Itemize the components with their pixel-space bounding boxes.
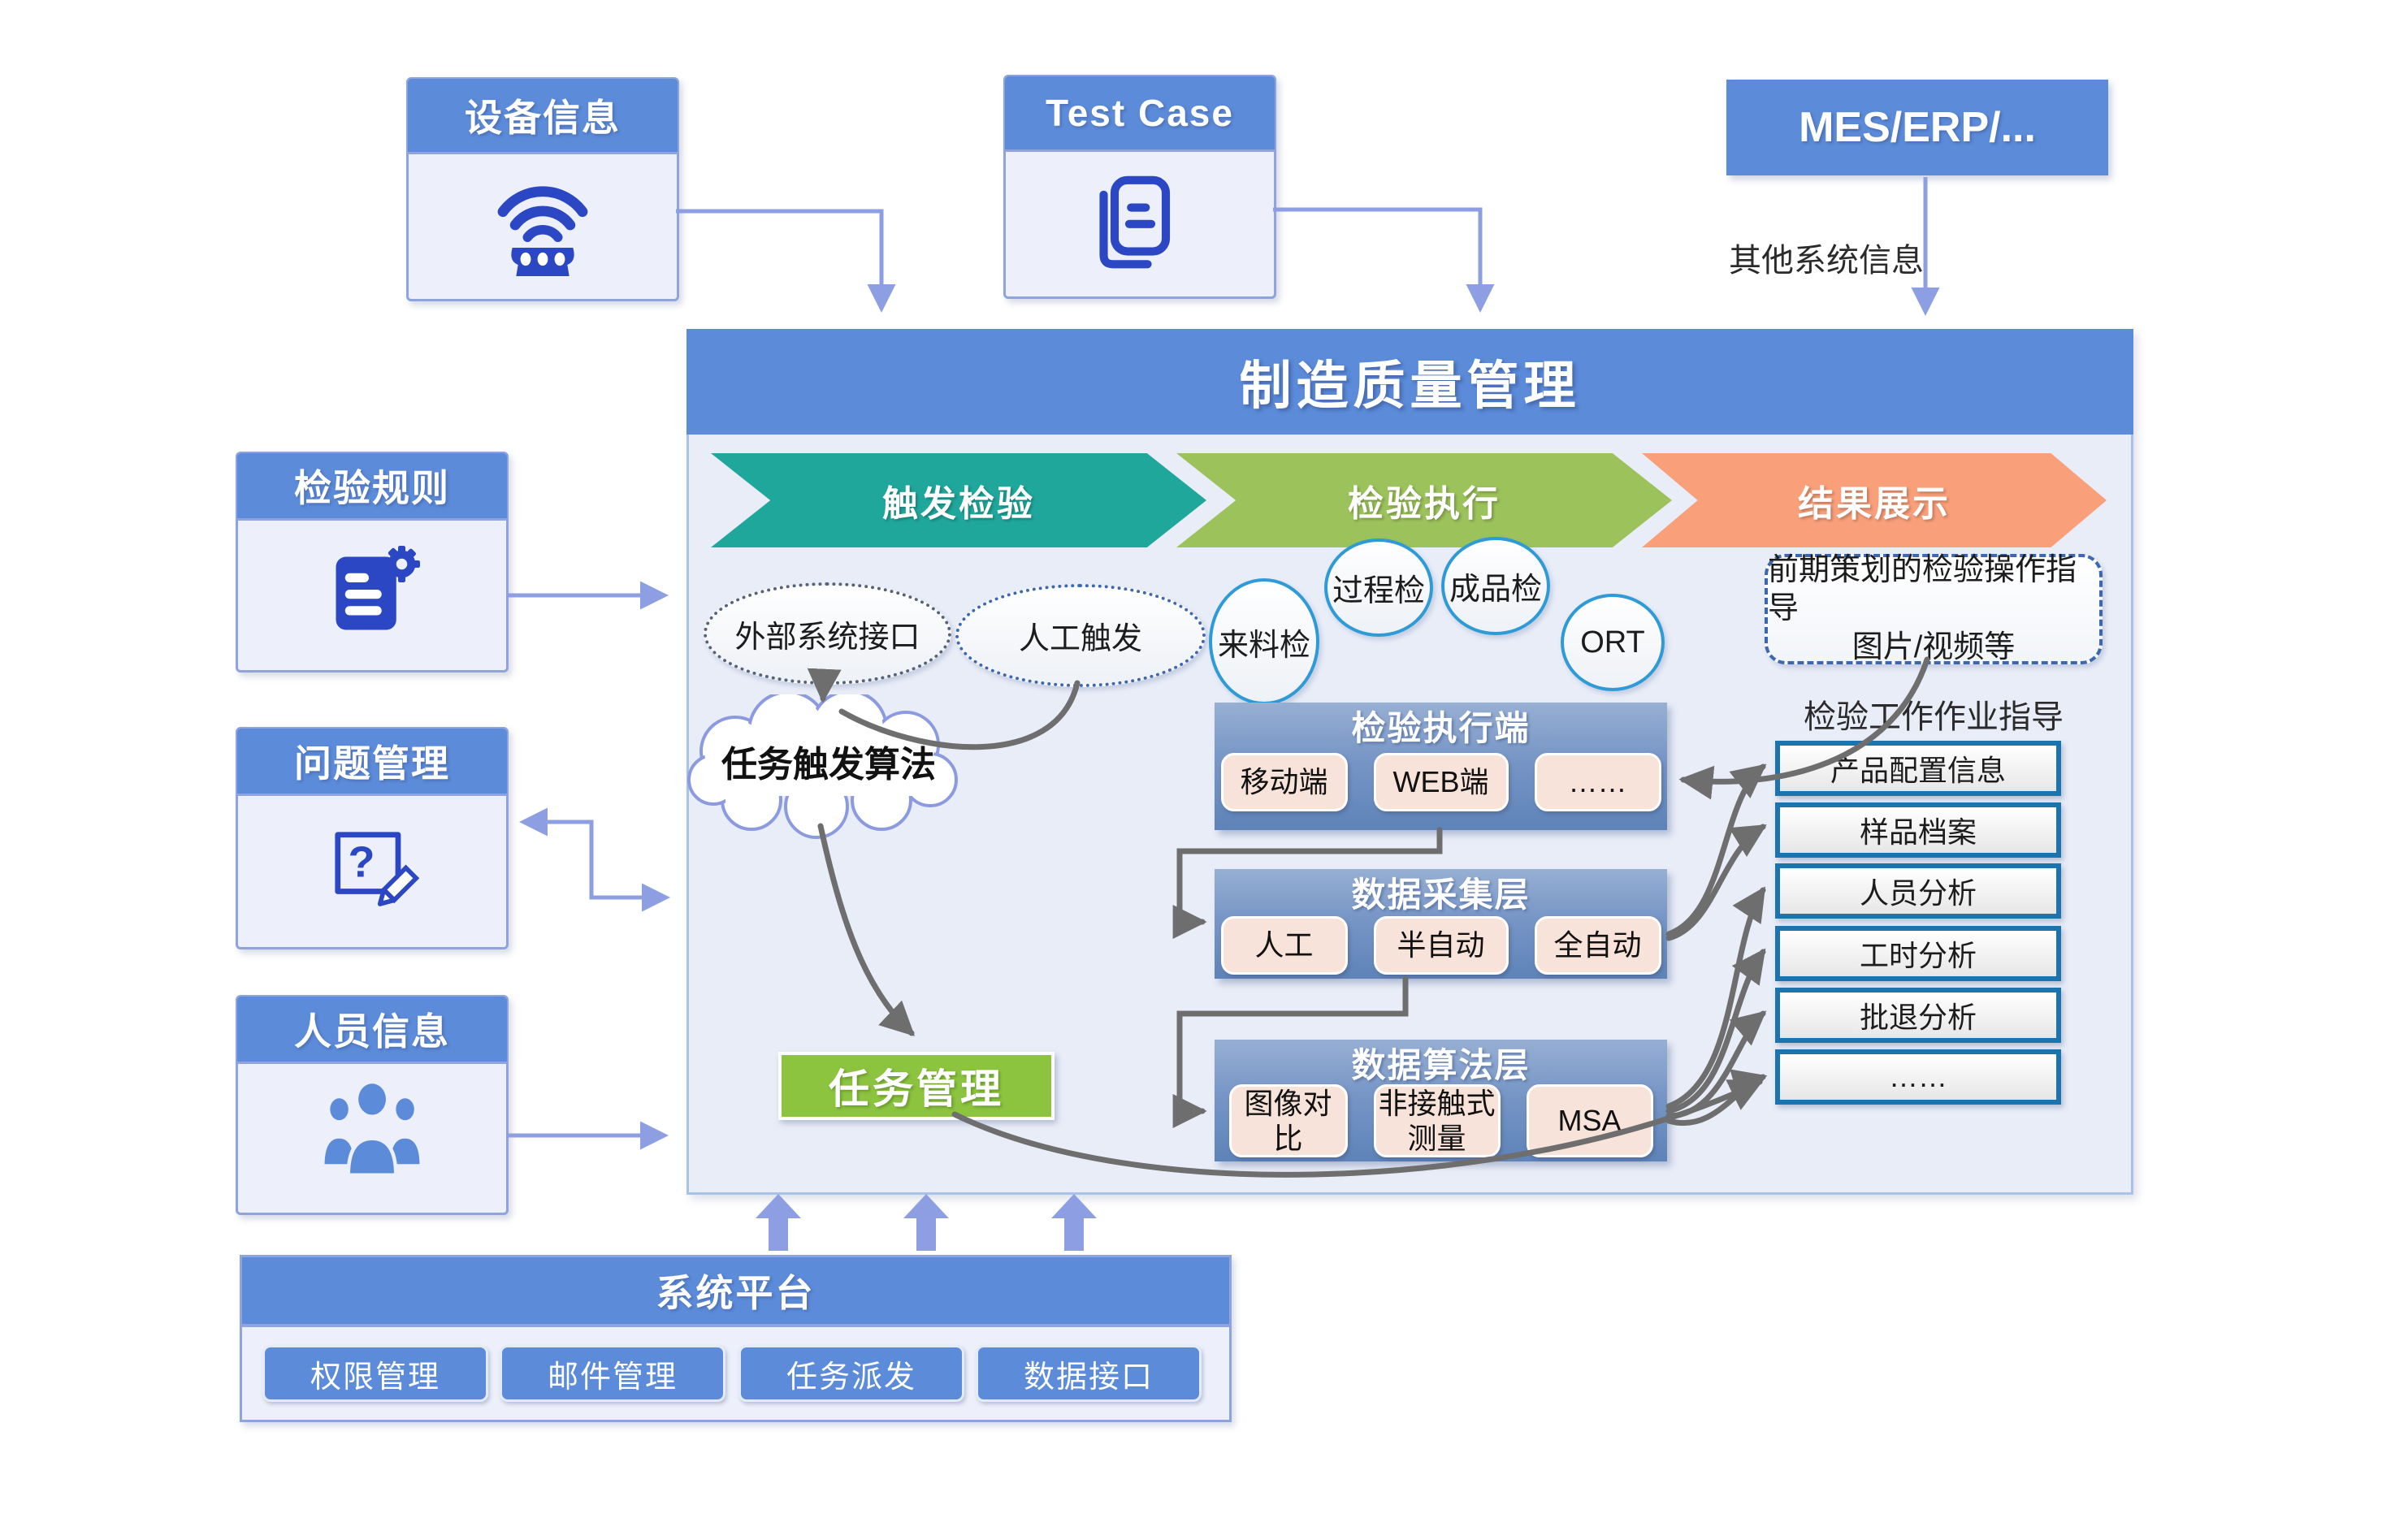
inspection-rules-title: 检验规则: [237, 453, 507, 521]
inspection-terminal-layer: 检验执行端 移动端 WEB端 ……: [1215, 703, 1667, 830]
test-case-to-main-connector: [1273, 207, 1495, 313]
phase-result-display: 结果展示: [1642, 453, 2107, 547]
personnel-info-title: 人员信息: [237, 997, 507, 1064]
issue-mgmt-bidirectional-connector: [519, 807, 670, 912]
people-group-icon: [311, 1079, 433, 1196]
image-compare-pill: 图像对比: [1228, 1084, 1348, 1157]
non-contact-measure-pill: 非接触式测量: [1373, 1084, 1501, 1157]
data-collection-title: 数据采集层: [1351, 875, 1531, 914]
test-case-body: [1006, 152, 1274, 296]
quality-mgmt-title: 制造质量管理: [686, 329, 2133, 435]
manual-trigger-oval: 人工触发: [955, 584, 1206, 687]
process-inspection-oval: 过程检: [1324, 538, 1433, 637]
platform-email-mgmt: 邮件管理: [500, 1345, 725, 1402]
output-workhour-analysis: 工时分析: [1775, 926, 2061, 981]
data-algorithm-title: 数据算法层: [1351, 1045, 1531, 1084]
personnel-info-body: [238, 1064, 506, 1213]
ort-oval: ORT: [1561, 594, 1665, 691]
manual-pill: 人工: [1220, 916, 1348, 975]
inspection-work-guidance-label: 检验工作作业指导: [1804, 699, 2064, 735]
personnel-info-box: 人员信息: [236, 995, 509, 1215]
data-collection-layer: 数据采集层 人工 半自动 全自动: [1215, 869, 1667, 979]
phase-trigger-inspection: 触发检验: [711, 453, 1206, 547]
data-algorithm-layer: 数据算法层 图像对比 非接触式测量 MSA: [1215, 1040, 1667, 1161]
mes-erp-box: MES/ERP/...: [1726, 80, 2108, 175]
full-auto-pill: 全自动: [1534, 916, 1661, 975]
system-platform-box: 系统平台 权限管理 邮件管理 任务派发 数据接口: [240, 1255, 1232, 1422]
inspection-rules-box: 检验规则: [236, 452, 509, 673]
svg-text:?: ?: [348, 838, 375, 887]
more-terminal-pill: ……: [1534, 753, 1661, 811]
device-info-box: 设备信息: [406, 77, 679, 301]
task-management-box: 任务管理: [778, 1052, 1055, 1120]
question-note-pencil-icon: ?: [318, 815, 427, 928]
test-case-title: Test Case: [1005, 76, 1275, 152]
rules-document-gear-icon: [318, 538, 427, 652]
test-case-box: Test Case: [1003, 75, 1276, 299]
output-batch-reject-analysis: 批退分析: [1775, 988, 2061, 1043]
issue-mgmt-title: 问题管理: [237, 729, 507, 796]
other-system-info-label: 其他系统信息: [1729, 243, 1924, 279]
task-trigger-algorithm-label: 任务触发算法: [721, 745, 936, 785]
system-platform-title: 系统平台: [242, 1257, 1229, 1327]
web-terminal-pill: WEB端: [1373, 753, 1509, 811]
issue-mgmt-box: 问题管理 ?: [236, 727, 509, 949]
test-case-cards-icon: [1085, 167, 1195, 281]
inspection-terminal-title: 检验执行端: [1351, 708, 1531, 747]
platform-permission-mgmt: 权限管理: [262, 1345, 488, 1402]
issue-mgmt-body: ?: [238, 796, 506, 947]
external-system-interface-oval: 外部系统接口: [704, 582, 951, 685]
output-product-config: 产品配置信息: [1775, 741, 2061, 796]
msa-pill: MSA: [1526, 1084, 1653, 1157]
guidance-note-line2: 图片/视频等: [1851, 629, 2016, 664]
incoming-inspection-oval: 来料检: [1209, 578, 1319, 705]
device-info-to-main-connector: [676, 209, 896, 313]
guidance-note-line1: 前期策划的检验操作指导: [1768, 552, 2077, 626]
output-sample-archive: 样品档案: [1775, 802, 2061, 858]
semi-auto-pill: 半自动: [1373, 916, 1509, 975]
platform-data-interface: 数据接口: [976, 1345, 1202, 1402]
phase-inspection-execution: 检验执行: [1176, 453, 1672, 547]
mobile-terminal-pill: 移动端: [1220, 753, 1348, 811]
platform-to-main-arrows: [756, 1194, 1097, 1251]
iot-device-wifi-icon: [486, 168, 600, 286]
output-more: ……: [1775, 1049, 2061, 1105]
finished-product-inspection-oval: 成品检: [1441, 537, 1550, 635]
pre-planned-guidance-note: 前期策划的检验操作指导 图片/视频等: [1765, 552, 2103, 664]
platform-task-dispatch: 任务派发: [738, 1345, 964, 1402]
output-personnel-analysis: 人员分析: [1775, 863, 2061, 919]
device-info-body: [409, 154, 677, 299]
inspection-rules-body: [238, 521, 506, 670]
device-info-title: 设备信息: [408, 79, 678, 154]
